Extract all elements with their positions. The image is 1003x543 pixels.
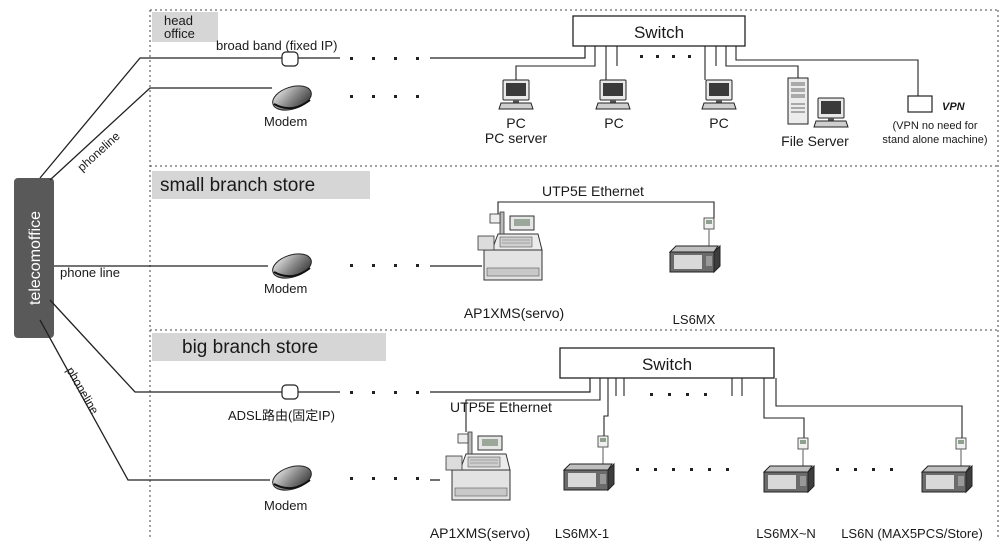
small-branch-pos-label: AP1XMS(servo) (464, 305, 564, 321)
small-branch-pos-icon (477, 211, 543, 281)
pc-icon (701, 79, 737, 110)
telecom-office-box (14, 178, 54, 338)
small-branch-title-band (152, 171, 370, 199)
vpn-box (907, 95, 933, 113)
big-branch-title: big branch store (182, 337, 318, 358)
vpn-label: VPN (942, 101, 966, 113)
pc-label: PC (604, 115, 623, 131)
pc-server-label-2: PC server (485, 130, 548, 146)
telecom-office-label: telecomoffice (27, 211, 44, 305)
adsl-label: ADSL路由(固定IP) (228, 408, 335, 423)
big-branch-scale-n-icon (763, 437, 815, 493)
big-branch-pos-label: AP1XMS(servo) (430, 525, 530, 541)
head-office-phoneline (49, 87, 272, 181)
switch-uplink (430, 46, 586, 59)
phoneline-label-big: phoneline (63, 365, 101, 417)
pc-server-icon (498, 79, 534, 110)
small-branch-modem-label: Modem (264, 281, 307, 296)
broadband-line (39, 57, 282, 179)
file-server-tower-icon (787, 77, 809, 125)
small-branch-modem-icon (268, 248, 316, 284)
head-office-switch (572, 15, 746, 47)
small-branch-scale-icon (669, 217, 721, 273)
big-branch-pos-icon (445, 431, 511, 501)
big-branch-switch (559, 347, 775, 379)
scale-dotted-runs (636, 468, 893, 471)
head-office-switch-label: Switch (634, 23, 684, 42)
broadband-label: broad band (fixed IP) (216, 38, 337, 53)
head-office-title-band (152, 12, 218, 42)
big-branch-modem-icon (268, 460, 316, 496)
small-branch-ethernet-cable (497, 201, 715, 218)
phoneline-label-small: phone line (60, 265, 120, 280)
head-office-title-line1: head (164, 13, 193, 28)
vpn-note-line1: (VPN no need for (893, 120, 978, 132)
small-branch-scale-label: LS6MX (673, 312, 716, 327)
pc-icon (595, 79, 631, 110)
big-branch-scale-1-icon (563, 435, 615, 491)
adsl-router (281, 384, 299, 400)
big-branch-switch-uplink (430, 378, 591, 393)
small-branch-ethernet-label: UTP5E Ethernet (542, 183, 644, 199)
pc-label: PC (709, 115, 728, 131)
big-branch-scale-n-label: LS6MX~N (756, 526, 816, 541)
big-branch-scale-1-label: LS6MX-1 (555, 526, 609, 541)
big-branch-title-band (152, 333, 386, 361)
small-branch-title: small branch store (160, 175, 315, 196)
big-branch-modem-label: Modem (264, 498, 307, 513)
trunk-lines (39, 57, 282, 481)
file-server-label: File Server (781, 133, 849, 149)
big-branch-switch-label: Switch (642, 355, 692, 374)
big-branch-scale-max-label: LS6N (MAX5PCS/Store) (841, 526, 983, 541)
big-branch-ethernet-label: UTP5E Ethernet (450, 399, 552, 415)
vpn-note-line2: stand alone machine) (882, 134, 987, 146)
head-office-title-line2: office (164, 26, 195, 41)
head-office-modem-icon (268, 80, 316, 116)
big-branch-cables (465, 378, 963, 438)
pc-server-label-1: PC (506, 115, 525, 131)
dotted-continuations (350, 57, 419, 480)
file-server-monitor-icon (813, 97, 849, 128)
big-branch-scale-max-icon (921, 437, 973, 493)
head-office-cables (515, 46, 919, 96)
broadband-router (281, 51, 299, 67)
head-office-modem-label: Modem (264, 114, 307, 129)
adsl-line (49, 299, 282, 393)
pos-ethernet-cable (465, 378, 601, 432)
big-branch-phoneline (39, 319, 270, 481)
